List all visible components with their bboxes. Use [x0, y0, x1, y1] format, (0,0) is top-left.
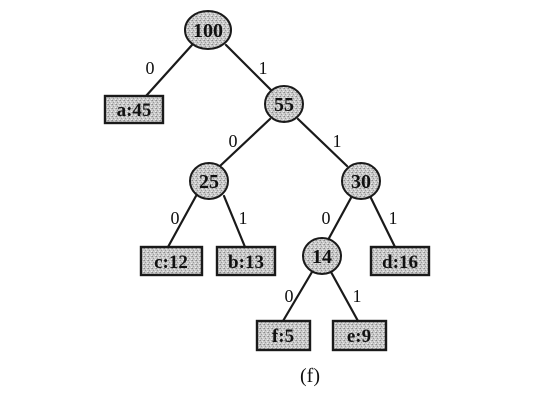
node-14-label: 14 [312, 246, 332, 268]
node-55-label: 55 [274, 94, 294, 116]
edge-label-14-1: 1 [353, 286, 362, 306]
node-100: 100 [184, 10, 232, 50]
leaf-e-box [331, 319, 388, 352]
node-55: 55 [264, 85, 304, 123]
edge-100-55 [224, 43, 274, 93]
edge-label-100-1: 1 [259, 58, 268, 78]
leaf-a-label: a:45 [117, 100, 152, 121]
leaf-d-label: d:16 [382, 252, 418, 273]
leaf-c: c:12 [139, 245, 204, 277]
node-100-circle [184, 10, 232, 50]
node-30-circle [341, 162, 381, 200]
node-25-circle [189, 162, 229, 200]
leaf-d: d:16 [369, 245, 431, 277]
node-14-circle [302, 237, 342, 275]
leaf-a-box [103, 94, 165, 125]
edge-14-e [329, 270, 360, 323]
node-14: 14 [302, 237, 342, 275]
leaf-f: f:5 [255, 319, 312, 352]
edge-label-30-1: 1 [389, 208, 398, 228]
edge-55-25 [218, 117, 272, 168]
edge-label-25-0: 0 [171, 208, 180, 228]
edge-label-100-0: 0 [146, 58, 155, 78]
figure-caption: (f) [300, 365, 320, 387]
leaf-d-box [369, 245, 431, 277]
node-25: 25 [189, 162, 229, 200]
edge-label-30-0: 0 [322, 208, 331, 228]
leaf-f-box [255, 319, 312, 352]
edge-55-30 [296, 117, 349, 168]
edge-label-14-0: 0 [285, 286, 294, 306]
leaf-c-box [139, 245, 204, 277]
edge-100-a [144, 43, 194, 98]
leaf-c-label: c:12 [154, 252, 188, 273]
edge-25-c [166, 194, 198, 249]
leaf-f-label: f:5 [272, 326, 294, 347]
edge-label-55-0: 0 [229, 131, 238, 151]
edge-30-d [368, 194, 397, 249]
edge-label-25-1: 1 [239, 208, 248, 228]
node-25-label: 25 [199, 171, 219, 193]
edge-14-f [281, 270, 314, 323]
edge-30-14 [326, 194, 354, 242]
node-30-label: 30 [351, 171, 371, 193]
edge-label-55-1: 1 [333, 131, 342, 151]
node-100-label: 100 [193, 20, 223, 42]
leaf-b-label: b:13 [228, 252, 264, 273]
node-30: 30 [341, 162, 381, 200]
leaf-a: a:45 [103, 94, 165, 125]
leaf-e-label: e:9 [347, 326, 371, 347]
leaf-b: b:13 [215, 245, 277, 277]
leaf-e: e:9 [331, 319, 388, 352]
leaf-b-box [215, 245, 277, 277]
edge-25-b [222, 194, 247, 249]
node-55-circle [264, 85, 304, 123]
